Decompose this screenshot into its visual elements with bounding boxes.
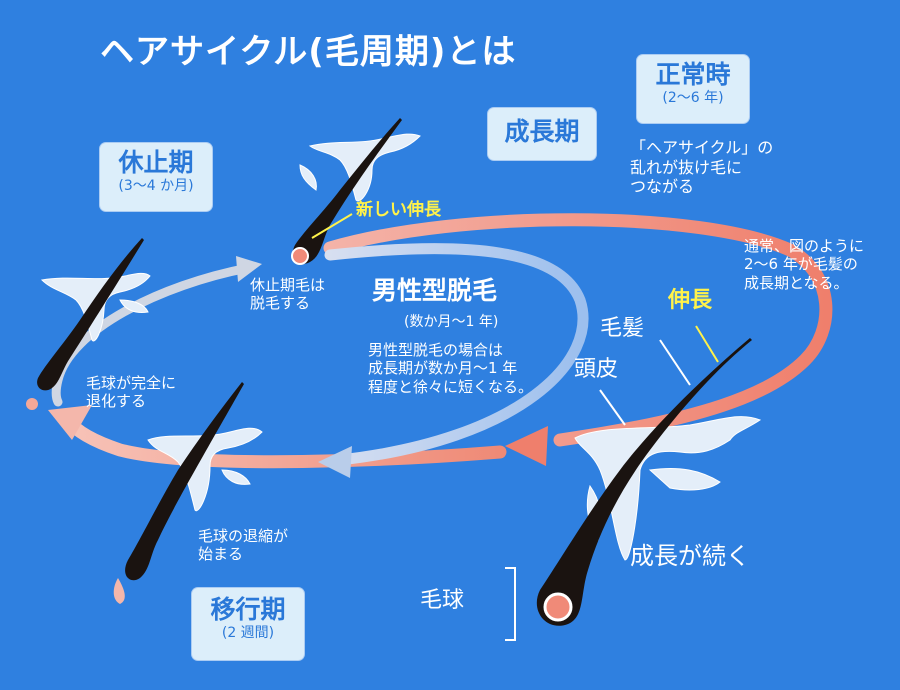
outer-arrow-upper-head: [505, 426, 548, 466]
bulb-regressed-note: 毛球が完全に 退化する: [86, 374, 177, 411]
inner-arrow-head: [318, 446, 352, 478]
bulb-transition: [113, 578, 125, 604]
bulb-papilla-growing: [543, 592, 573, 622]
cycle-disorder-note: 「ヘアサイクル」の 乱れが抜け毛に つながる: [630, 138, 774, 197]
new-growth-label: 新しい伸長: [356, 200, 441, 220]
bulb-resting: [26, 398, 38, 410]
hair-growing: [536, 338, 752, 626]
page-title: ヘアサイクル(毛周期)とは: [100, 32, 517, 72]
pointer-scalp: [599, 389, 626, 426]
transition-phase-duration: (2 週間): [221, 624, 275, 641]
scalp-label: 頭皮: [574, 357, 619, 382]
growth-phase-label: 成長期: [504, 117, 580, 146]
pointer-new-growth: [311, 213, 353, 239]
outer-arrow-upper: [323, 213, 833, 447]
hair-resting: [37, 238, 144, 391]
growth-phase-box: 成長期: [488, 108, 596, 160]
bulb-shrink-note: 毛球の退縮が 始まる: [198, 527, 289, 564]
outer-arrow-lower-head: [48, 405, 92, 440]
grey-arrow-head: [236, 256, 262, 282]
resting-phase-label: 休止期: [118, 148, 194, 177]
bulb-papilla-new: [291, 247, 309, 265]
center-duration: (数か月〜1 年): [404, 314, 499, 330]
hair-transition: [125, 382, 244, 581]
transition-phase-box: 移行期 (2 週間): [192, 588, 304, 660]
normal-phase-duration: (2〜6 年): [662, 89, 724, 106]
scalp-growing: [574, 416, 762, 561]
resting-phase-box: 休止期 (3〜4 か月): [100, 143, 212, 211]
pointer-elongation: [695, 325, 719, 363]
hair-label: 毛髪: [600, 316, 645, 341]
bulb-bracket: [505, 567, 516, 641]
elongation-label: 伸長: [668, 288, 713, 313]
pointer-hair: [659, 339, 691, 386]
center-description: 男性型脱毛の場合は 成長期が数か月〜1 年 程度と徐々に短くなる。: [368, 341, 534, 396]
bulb-label: 毛球: [420, 588, 465, 613]
resting-hair-note: 休止期毛は 脱毛する: [250, 276, 326, 313]
resting-phase-duration: (3〜4 か月): [118, 177, 194, 194]
normal-growth-note: 通常、図のように 2〜6 年が毛髪の 成長期となる。: [744, 237, 865, 292]
inner-arrow: [324, 243, 589, 466]
transition-phase-label: 移行期: [210, 595, 286, 624]
growth-continues-label: 成長が続く: [630, 542, 750, 570]
center-title: 男性型脱毛: [372, 276, 498, 305]
hair-growth-phase: [292, 118, 402, 264]
normal-phase-label: 正常時: [655, 60, 731, 89]
normal-phase-box: 正常時 (2〜6 年): [637, 55, 749, 123]
